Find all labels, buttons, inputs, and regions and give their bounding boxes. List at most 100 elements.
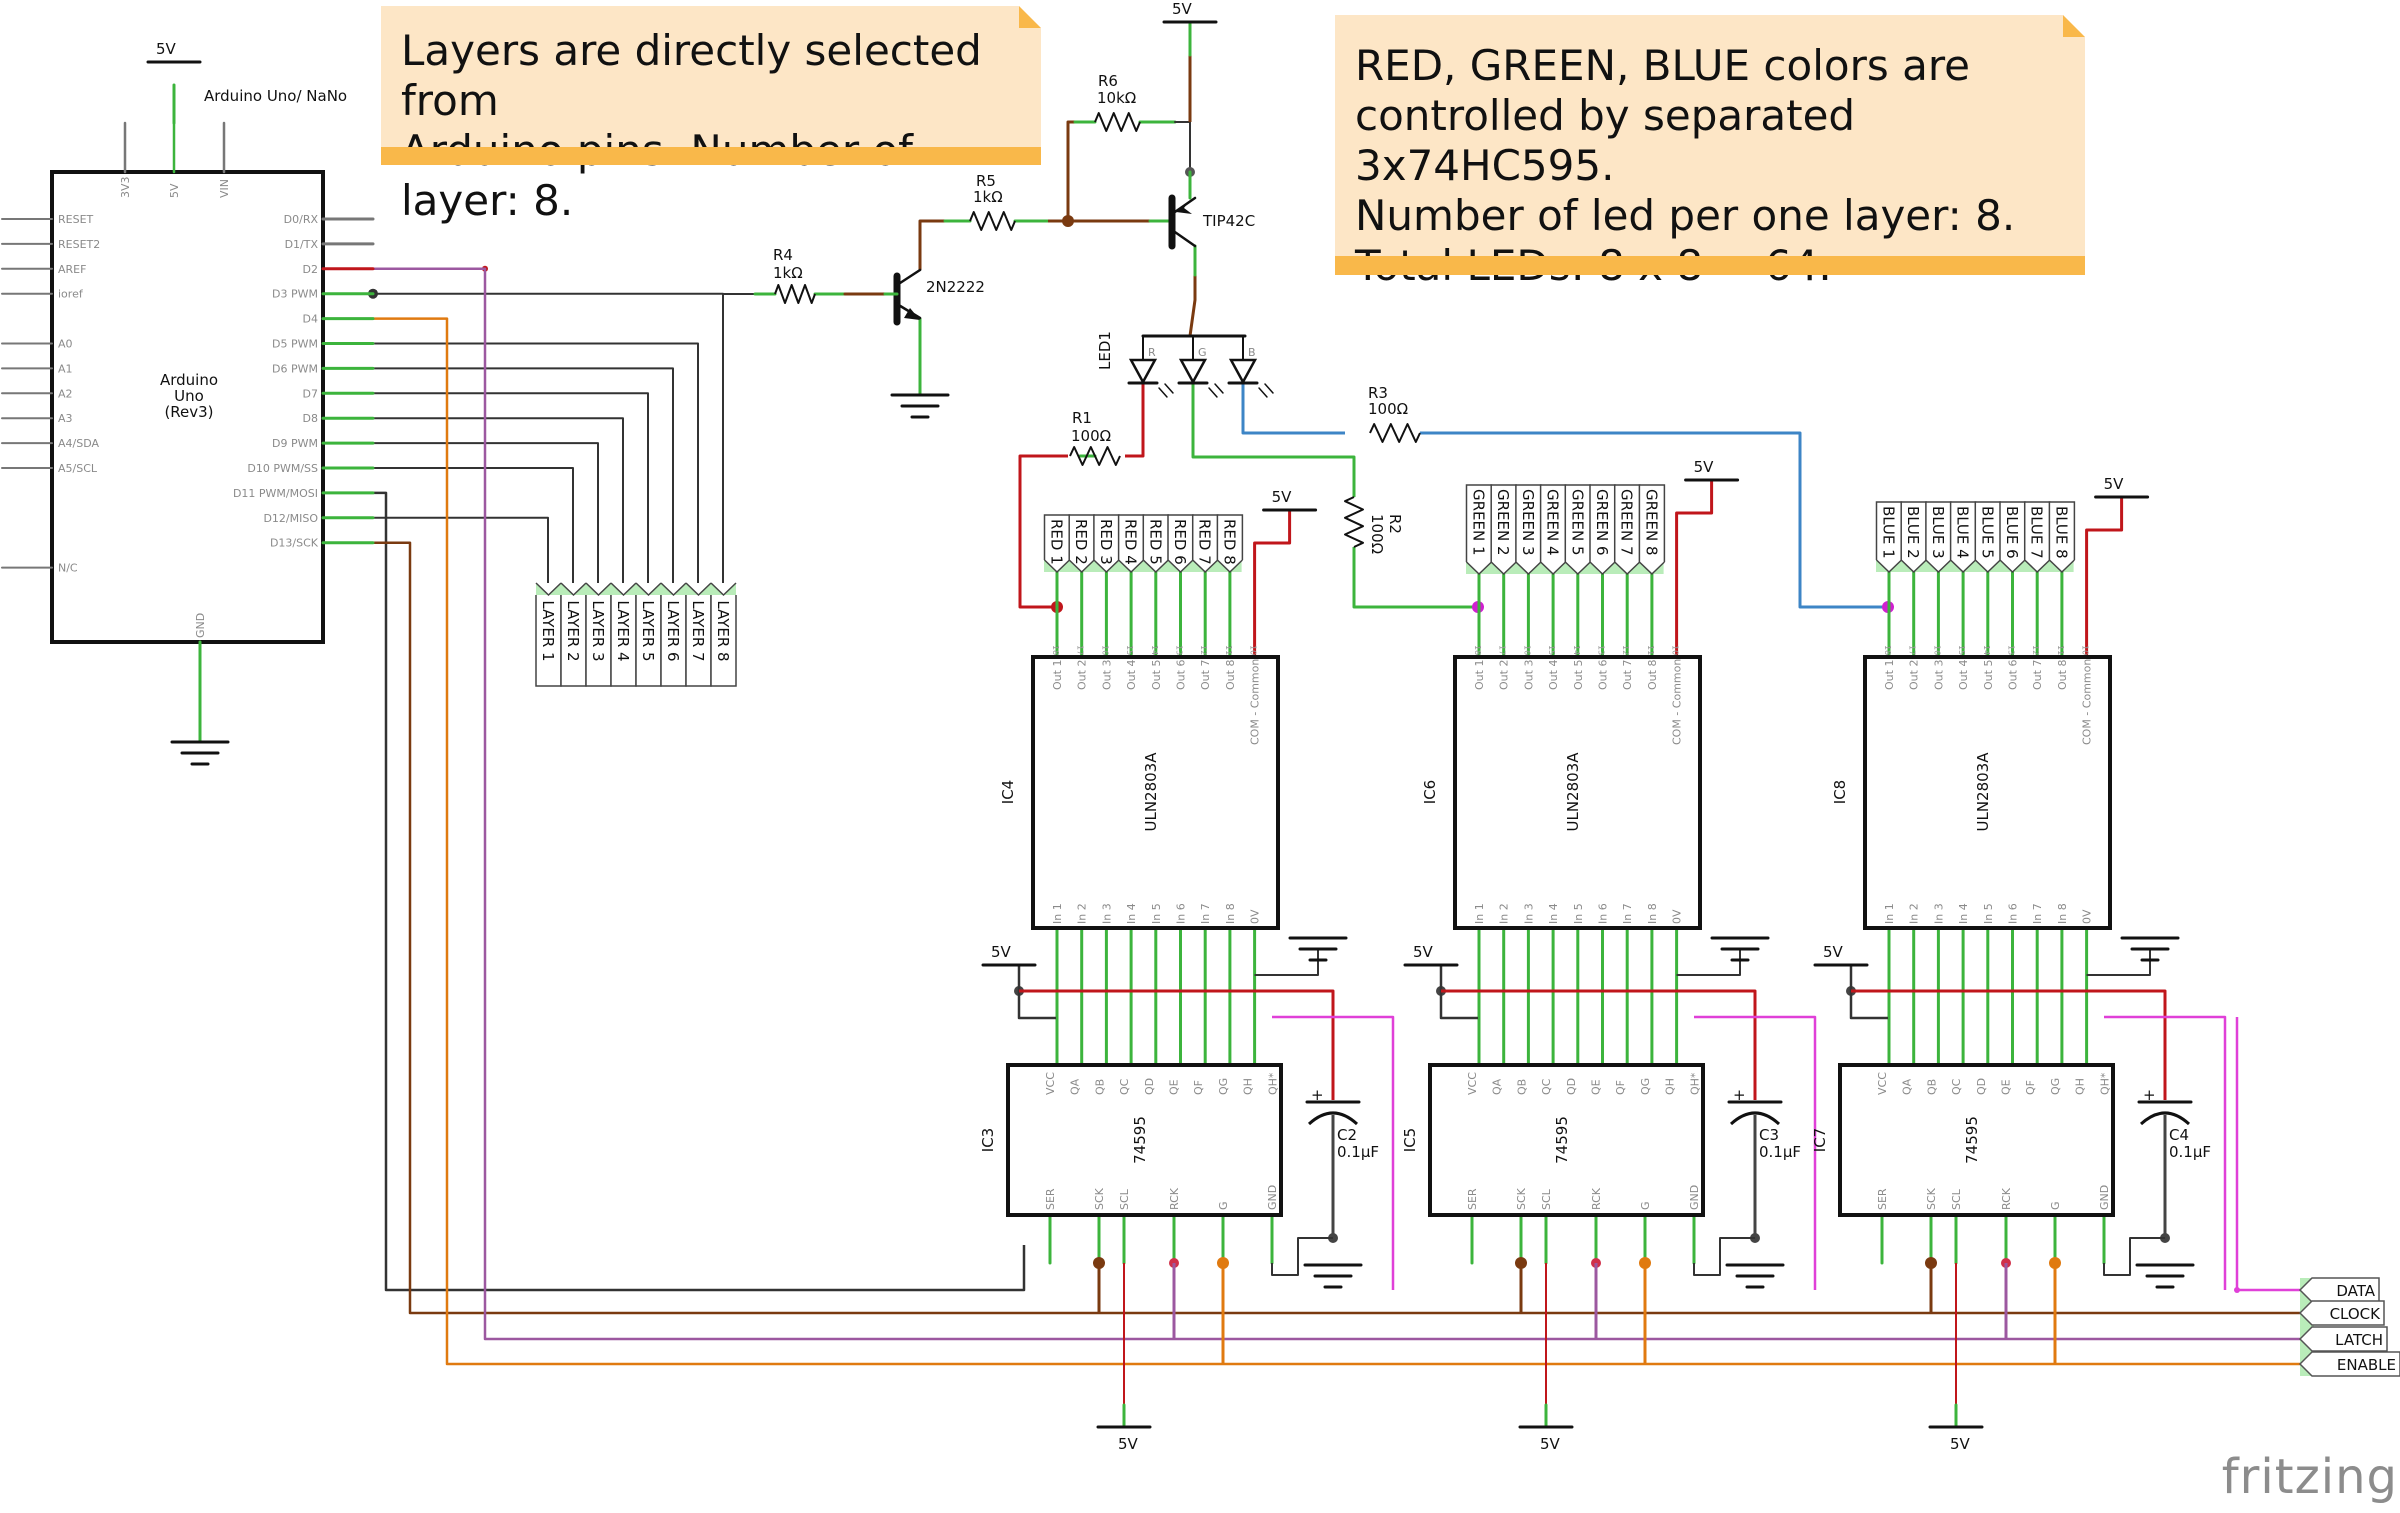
transistor-arrow xyxy=(1176,200,1192,214)
uln-pin-label: Out 6 xyxy=(1597,660,1610,690)
supply-label-5v: 5V xyxy=(1823,943,1844,961)
arduino-pin-label: D11 PWM/MOSI xyxy=(233,487,318,500)
sr-pin-label: QC xyxy=(1118,1078,1131,1095)
transistor-arrow xyxy=(904,308,920,320)
resistor-r6 xyxy=(1094,112,1141,132)
sr-pin-label: SER xyxy=(1466,1188,1479,1210)
layer-connector-pin xyxy=(660,582,687,687)
chip-part-label: 74595 xyxy=(1131,1116,1149,1164)
color-connector-pin xyxy=(1515,484,1542,576)
resistor-r4 xyxy=(774,284,816,304)
color-connector-pin xyxy=(1613,484,1641,576)
pin-number: 13 xyxy=(2007,645,2016,655)
uln2803a-chip xyxy=(1863,655,2112,930)
uln-pin-label: Out 6 xyxy=(1175,660,1188,690)
junction-dot xyxy=(2234,1287,2240,1293)
wire-qh-cascade xyxy=(2104,1015,2227,1290)
color-label-8: GREEN 8 xyxy=(1642,489,1660,556)
color-label-5: GREEN 5 xyxy=(1568,489,1586,556)
shift-register-74595-chip xyxy=(1006,1063,1283,1217)
sr-pin-label: VCC xyxy=(1466,1072,1479,1095)
sr-pin-label: SCL xyxy=(1118,1188,1131,1210)
uln-pin-label: In 8 xyxy=(1646,903,1659,924)
uln2803a-chip xyxy=(1031,655,1280,930)
uln-pin-label: Out 4 xyxy=(1957,660,1970,690)
pin-number: 17 xyxy=(1908,645,1917,655)
wire-clock xyxy=(373,541,2300,1315)
arduino-pin-label: D7 xyxy=(303,387,318,400)
layer-label-1: LAYER 1 xyxy=(539,600,557,661)
led-icon xyxy=(1128,358,1158,385)
arduino-pin-label: D9 PWM xyxy=(272,437,318,450)
pin-number: 12 xyxy=(2031,645,2040,655)
arduino-pin-label: GND xyxy=(194,613,207,638)
color-label-6: BLUE 6 xyxy=(2003,506,2021,559)
sr-pin-label: G xyxy=(1217,1201,1230,1210)
color-connector-pin xyxy=(2048,501,2076,574)
sr-pin-label: SER xyxy=(1876,1188,1889,1210)
pin-number: 10 xyxy=(1671,645,1680,655)
transistor-label: TIP42C xyxy=(1202,212,1255,230)
sr-pin-label: QE xyxy=(1168,1079,1181,1095)
led-emission-icon xyxy=(1214,383,1224,394)
uln-pin-label: Out 1 xyxy=(1883,660,1896,690)
led-icon xyxy=(1178,358,1208,385)
note-layers-text: Layers are directly selected from Arduin… xyxy=(401,26,982,225)
sr-pin-label: G xyxy=(1639,1201,1652,1210)
note-colors-text: RED, GREEN, BLUE colors are controlled b… xyxy=(1355,41,2016,290)
shift-register-74595-chip xyxy=(1838,1063,2115,1217)
supply-label-5v: 5V xyxy=(2104,475,2125,493)
supply-label-5v: 5V xyxy=(1950,1435,1971,1453)
capacitor-polarity: + xyxy=(1311,1086,1324,1104)
arduino-pin-label: D5 PWM xyxy=(272,338,318,351)
wire-layer xyxy=(373,467,574,583)
arduino-pin-label: D12/MISO xyxy=(263,512,318,525)
capacitor-icon xyxy=(1729,1111,1781,1126)
resistor-value: 100Ω xyxy=(1368,400,1408,418)
uln-pin-label: 0V xyxy=(1249,909,1262,924)
resistor-r2 xyxy=(1344,496,1364,548)
color-label-8: RED 8 xyxy=(1220,519,1238,565)
color-label-7: BLUE 7 xyxy=(2028,506,2046,559)
arduino-pin-label: D1/TX xyxy=(285,238,319,251)
color-label-2: BLUE 2 xyxy=(1904,506,1922,559)
uln-pin-label: In 5 xyxy=(1572,903,1585,924)
wire-layer xyxy=(373,342,699,583)
led-emission-icon xyxy=(1264,383,1274,394)
sr-pin-label: SCK xyxy=(1515,1187,1528,1210)
arduino-name: (Rev3) xyxy=(164,403,213,421)
sr-pin-label: QH* xyxy=(1266,1072,1279,1095)
arduino-pin-label: RESET2 xyxy=(58,238,100,251)
note-colors[interactable]: RED, GREEN, BLUE colors are controlled b… xyxy=(1335,15,2085,290)
arduino-pin-label: A5/SCL xyxy=(58,462,98,475)
uln-pin-label: In 4 xyxy=(1125,903,1138,924)
wire-gnd xyxy=(1693,1237,1755,1276)
uln-pin-label: Out 5 xyxy=(1572,660,1585,690)
color-label-3: GREEN 3 xyxy=(1519,489,1537,556)
sr-pin-label: RCK xyxy=(2000,1187,2013,1210)
uln-pin-label: Out 7 xyxy=(2031,660,2044,690)
resistor-value: 100Ω xyxy=(1071,427,1111,445)
sr-pin-label: QC xyxy=(1950,1078,1963,1095)
sr-pin-label: QF xyxy=(2024,1080,2037,1095)
uln-pin-label: In 1 xyxy=(1883,903,1896,924)
uln-pin-label: Out 5 xyxy=(1150,660,1163,690)
arduino-pin-label: AREF xyxy=(58,263,86,276)
chip-id-label: IC4 xyxy=(999,780,1017,804)
pin-number: 18 xyxy=(1883,645,1892,655)
supply-label-5v: 5V xyxy=(1272,488,1293,506)
wire-vcc xyxy=(1849,965,1888,1020)
note-layers[interactable]: Layers are directly selected from Arduin… xyxy=(381,6,1041,225)
uln-pin-label: Out 2 xyxy=(1908,660,1921,690)
resistor-value: 100Ω xyxy=(1368,514,1386,554)
uln-pin-label: In 8 xyxy=(2056,903,2069,924)
layer-label-8: LAYER 8 xyxy=(714,600,732,661)
color-connector-pin xyxy=(1564,484,1592,576)
color-label-4: RED 4 xyxy=(1122,519,1140,565)
color-label-7: RED 7 xyxy=(1196,519,1214,565)
uln-pin-label: In 6 xyxy=(1175,903,1188,924)
wire-data-in xyxy=(2235,1017,2300,1292)
